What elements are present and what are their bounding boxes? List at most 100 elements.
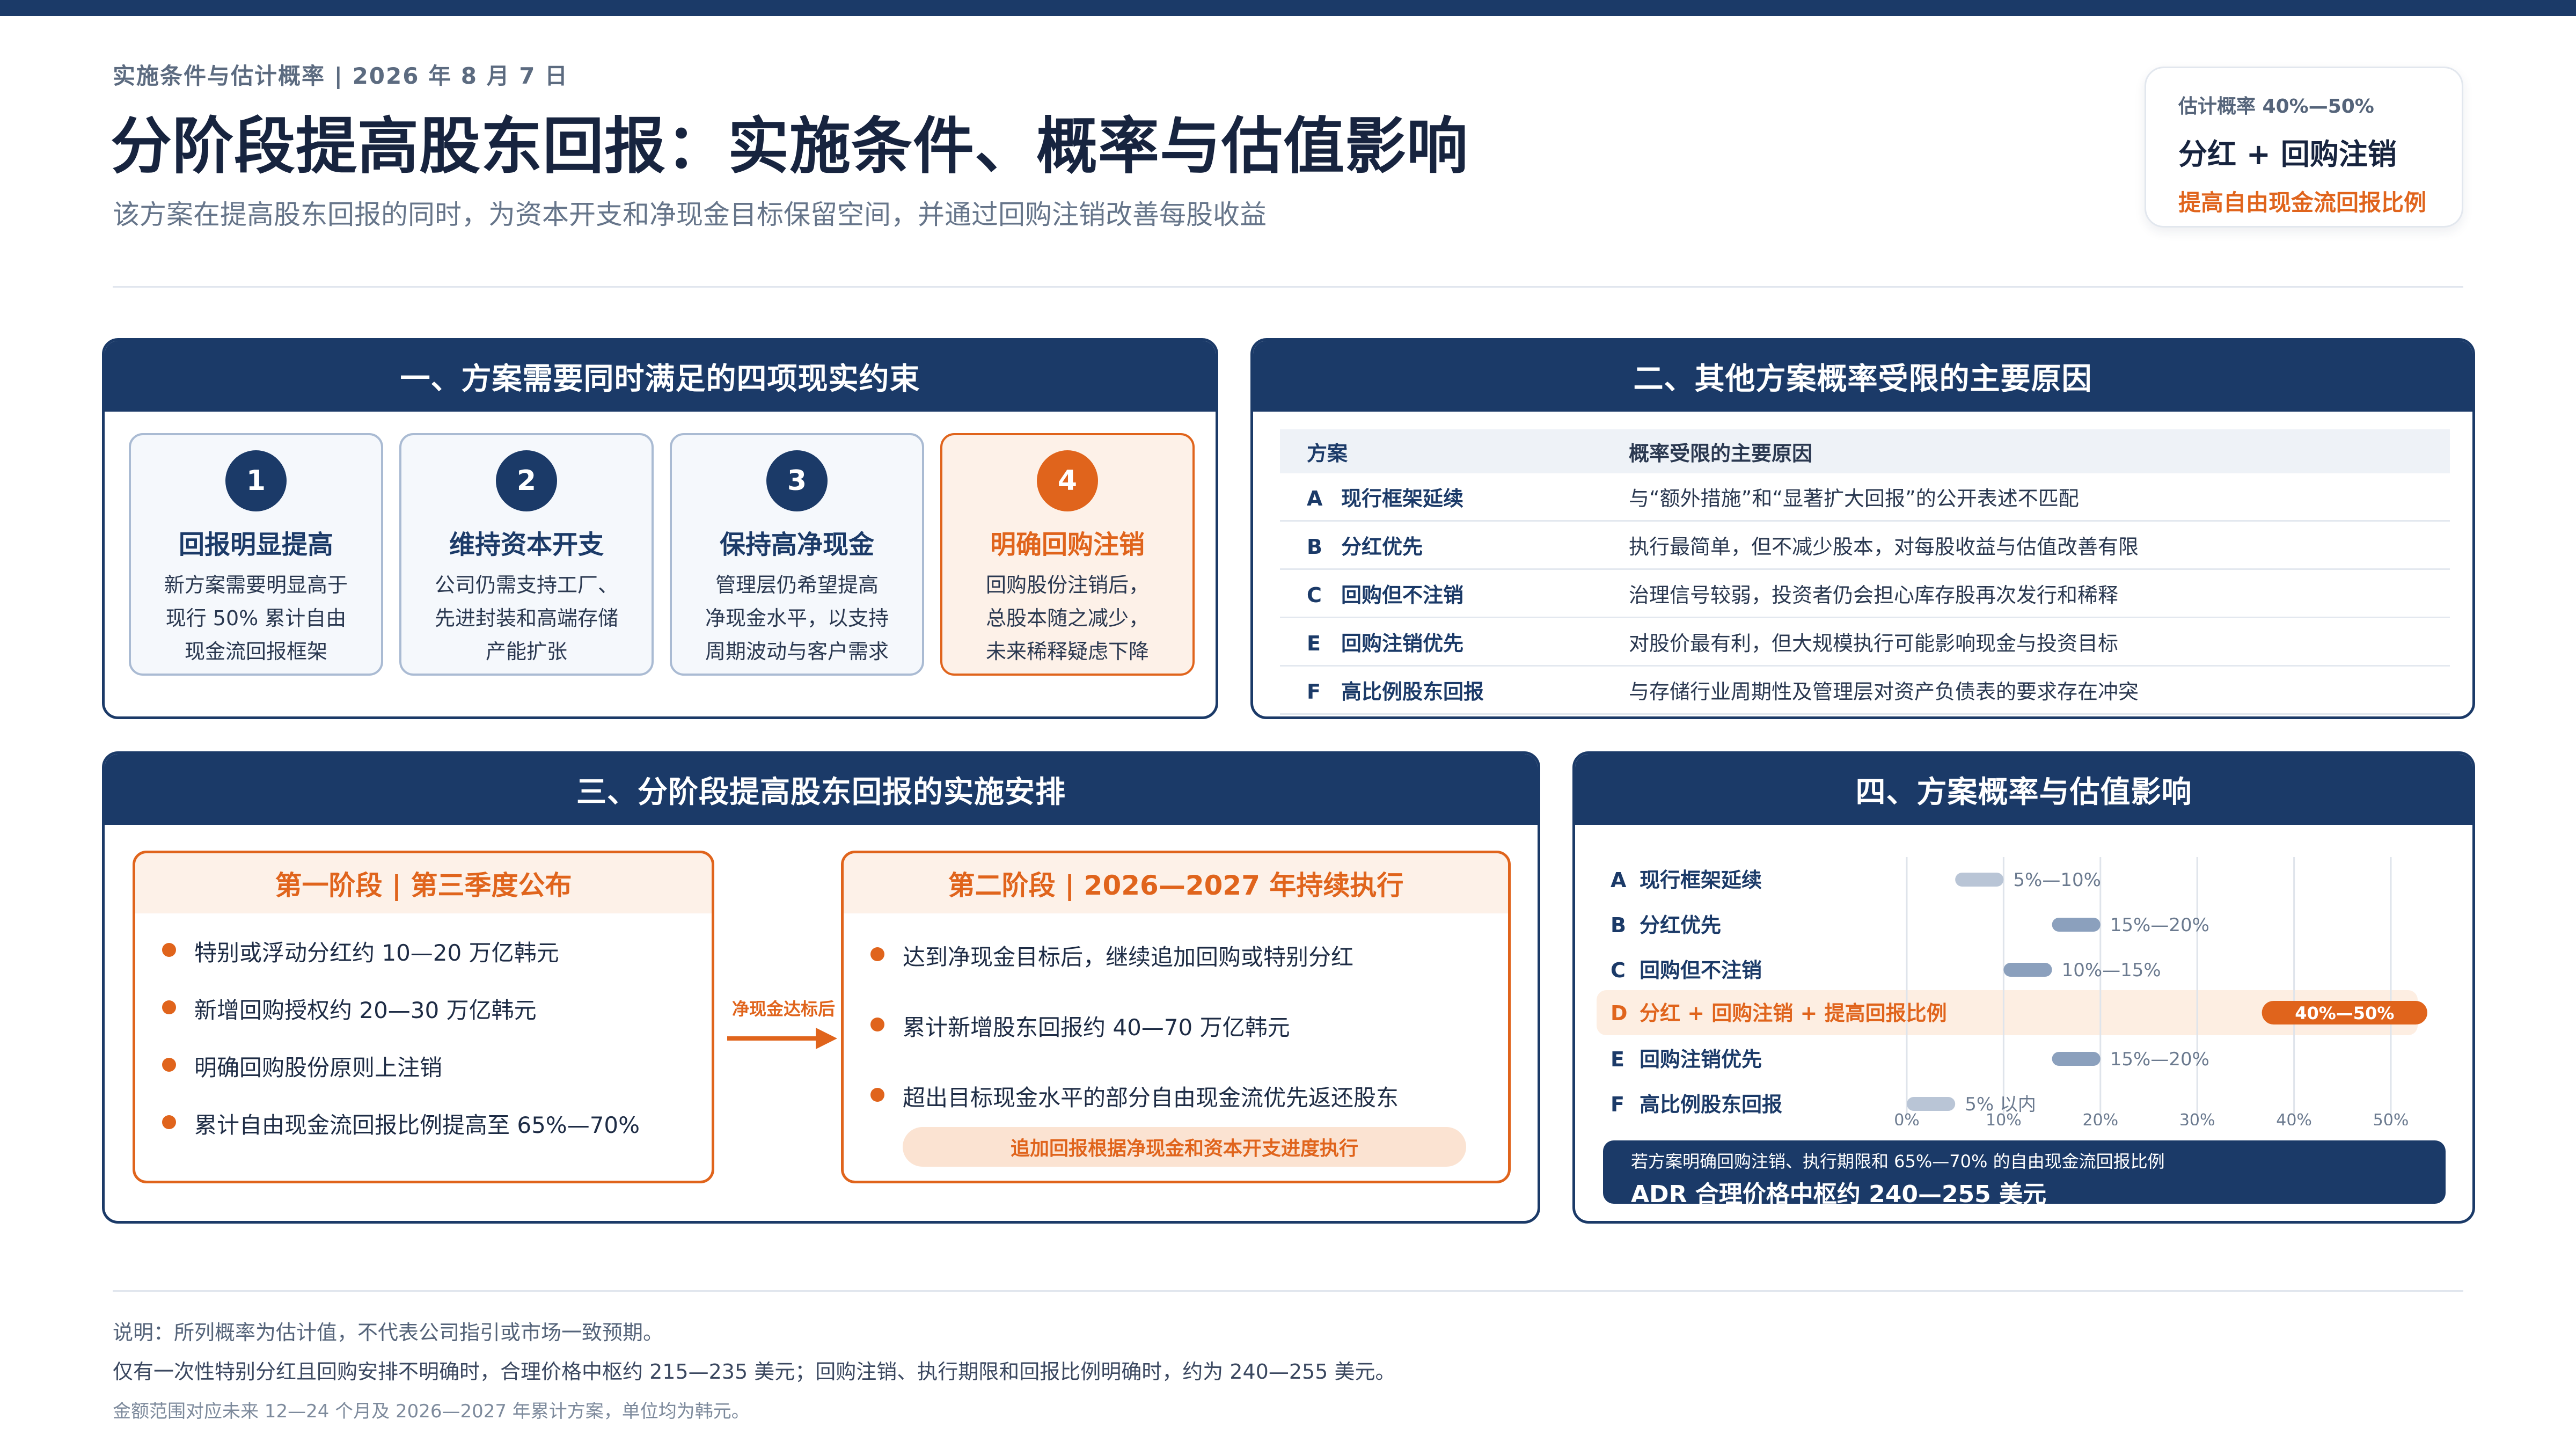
x-tick-label: 30% — [2179, 1111, 2215, 1125]
probability-badge: 估计概率 40%—50% 分红 + 回购注销 提高自由现金流回报比例 — [2145, 67, 2463, 228]
option-key: A — [1307, 487, 1323, 510]
list-item: 明确回购股份原则上注销 — [135, 1050, 712, 1082]
range-bar — [2052, 918, 2101, 932]
card-number: 1 — [225, 450, 287, 511]
card-desc: 新方案需要明显高于现行 50% 累计自由现金流回报框架 — [164, 573, 348, 663]
option-reason: 对股价最有利，但大规模执行可能影响现金与投资目标 — [1629, 632, 2119, 655]
option-reason: 与“额外措施”和“显著扩大回报”的公开表述不匹配 — [1629, 487, 2079, 510]
badge-probability: 估计概率 40%—50% — [2178, 96, 2374, 118]
bullet-dot — [162, 1000, 176, 1014]
category-key: E — [1611, 1048, 1624, 1071]
range-label: 15%—20% — [2110, 914, 2209, 936]
badge-main: 分红 + 回购注销 — [2178, 137, 2397, 171]
range-label: 5%—10% — [2013, 869, 2101, 891]
x-tick-label: 20% — [2082, 1111, 2118, 1125]
constraint-card-highlight: 4 明确回购注销 回购股份注销后，总股本随之减少，未来稀释疑虑下降 — [940, 433, 1195, 676]
valuation-conclusion: 若方案明确回购注销、执行期限和 65%—70% 的自由现金流回报比例 ADR 合… — [1603, 1140, 2446, 1208]
table-header: 方案 概率受限的主要原因 — [1280, 429, 2450, 473]
x-tick-label: 0% — [1894, 1111, 1920, 1125]
badge-sub: 提高自由现金流回报比例 — [2178, 189, 2427, 216]
card-desc: 管理层仍希望提高净现金水平，以支持周期波动与客户需求 — [705, 573, 889, 663]
option-key: E — [1307, 632, 1321, 655]
card-desc: 回购股份注销后，总股本随之减少，未来稀释疑虑下降 — [985, 573, 1149, 663]
category-label: 回购但不注销 — [1640, 958, 1762, 982]
transition-label: 净现金达标后 — [731, 999, 835, 1019]
x-tick-label: 10% — [1986, 1111, 2022, 1125]
list-item: 特别或浮动分红约 10—20 万亿韩元 — [135, 935, 712, 968]
bullet-dot — [162, 943, 176, 957]
option-name: 高比例股东回报 — [1341, 680, 1484, 704]
constraint-card: 1 回报明显提高 新方案需要明显高于现行 50% 累计自由现金流回报框架 — [129, 433, 383, 676]
range-bar — [1955, 873, 2004, 887]
options-table: 方案 概率受限的主要原因 A 现行框架延续 与“额外措施”和“显著扩大回报”的公开… — [1280, 429, 2450, 715]
stage-two-title: 第二阶段 | 2026—2027 年持续执行 — [844, 853, 1508, 913]
stage-one-title: 第一阶段 | 第三季度公布 — [135, 853, 712, 913]
stage-two-box: 第二阶段 | 2026—2027 年持续执行 达到净现金目标后，继续追加回购或特… — [841, 851, 1511, 1183]
category-label: 分红 + 回购注销 + 提高回报比例 — [1640, 1001, 1947, 1025]
header-divider — [113, 286, 2463, 288]
category-label: 高比例股东回报 — [1640, 1093, 1782, 1116]
option-name: 回购但不注销 — [1341, 583, 1464, 607]
range-bar — [1907, 1097, 1956, 1111]
category-key: D — [1611, 1001, 1628, 1025]
card-title: 明确回购注销 — [990, 530, 1145, 560]
category-key: B — [1611, 913, 1626, 937]
list-item: 累计新增股东回报约 40—70 万亿韩元 — [844, 1009, 1508, 1042]
category-label: 分红优先 — [1640, 913, 1721, 937]
card-number: 2 — [496, 450, 557, 511]
list-item: 达到净现金目标后，继续追加回购或特别分红 — [844, 939, 1508, 972]
option-key: C — [1307, 583, 1322, 607]
highlight-row-band — [1597, 990, 2418, 1035]
probability-panel-title: 四、方案概率与估值影响 — [1575, 754, 2472, 825]
top-accent-bar — [0, 0, 2576, 16]
card-title: 回报明显提高 — [178, 530, 333, 560]
range-bar — [2003, 963, 2052, 977]
category-label: 回购注销优先 — [1640, 1048, 1762, 1071]
constraint-card: 3 保持高净现金 管理层仍希望提高净现金水平，以支持周期波动与客户需求 — [670, 433, 924, 676]
option-reason: 与存储行业周期性及管理层对资产负债表的要求存在冲突 — [1629, 680, 2139, 704]
bullet-dot — [162, 1058, 176, 1072]
card-number: 4 — [1037, 450, 1098, 511]
list-item: 新增回购授权约 20—30 万亿韩元 — [135, 992, 712, 1025]
bullet-dot — [870, 1018, 884, 1031]
kicker: 实施条件与估计概率 | 2026 年 8 月 7 日 — [113, 63, 569, 89]
option-name: 现行框架延续 — [1341, 487, 1464, 510]
footer-note: 金额范围对应未来 12—24 个月及 2026—2027 年累计方案，单位均为韩… — [113, 1401, 750, 1422]
card-title: 维持资本开支 — [449, 530, 604, 560]
bullet-dot — [870, 1088, 884, 1102]
footer-divider — [113, 1290, 2463, 1292]
list-item: 超出目标现金水平的部分自由现金流优先返还股东 — [844, 1080, 1508, 1113]
constraint-card: 2 维持资本开支 公司仍需支持工厂、先进封装和高端存储产能扩张 — [399, 433, 654, 676]
implementation-panel-title: 三、分阶段提高股东回报的实施安排 — [105, 754, 1538, 825]
footer-note: 说明：所列概率为估计值，不代表公司指引或市场一致预期。 — [113, 1321, 664, 1344]
list-item: 累计自由现金流回报比例提高至 65%—70% — [135, 1107, 712, 1140]
option-reason: 治理信号较弱，投资者仍会担心库存股再次发行和稀释 — [1629, 583, 2119, 607]
bullet-dot — [870, 947, 884, 961]
stage-two-note: 追加回报根据净现金和资本开支进度执行 — [903, 1127, 1466, 1167]
constraints-panel: 一、方案需要同时满足的四项现实约束 1 回报明显提高 新方案需要明显高于现行 5… — [102, 338, 1218, 719]
category-key: F — [1611, 1093, 1624, 1116]
bullet-dot — [162, 1115, 176, 1129]
category-key: A — [1611, 868, 1627, 892]
card-title: 保持高净现金 — [719, 530, 874, 560]
page-subtitle: 该方案在提高股东回报的同时，为资本开支和净现金目标保留空间，并通过回购注销改善每… — [113, 199, 1267, 230]
range-bar — [2262, 1001, 2427, 1024]
arrow-right-icon — [727, 1028, 837, 1049]
implementation-panel: 三、分阶段提高股东回报的实施安排 第一阶段 | 第三季度公布 特别或浮动分红约 … — [102, 751, 1540, 1224]
option-key: B — [1307, 535, 1322, 559]
table-header-option: 方案 — [1307, 441, 1348, 465]
conclusion-price: ADR 合理价格中枢约 240—255 美元 — [1631, 1181, 2047, 1208]
category-key: C — [1611, 958, 1626, 982]
page-title: 分阶段提高股东回报：实施条件、概率与估值影响 — [111, 111, 1469, 182]
table-row: A 现行框架延续 与“额外措施”和“显著扩大回报”的公开表述不匹配 — [1280, 473, 2450, 522]
range-label: 5% 以内 — [1965, 1094, 2036, 1115]
range-bar — [2052, 1052, 2101, 1066]
range-label: 10%—15% — [2062, 960, 2161, 981]
table-row: C 回购但不注销 治理信号较弱，投资者仍会担心库存股再次发行和稀释 — [1280, 570, 2450, 618]
